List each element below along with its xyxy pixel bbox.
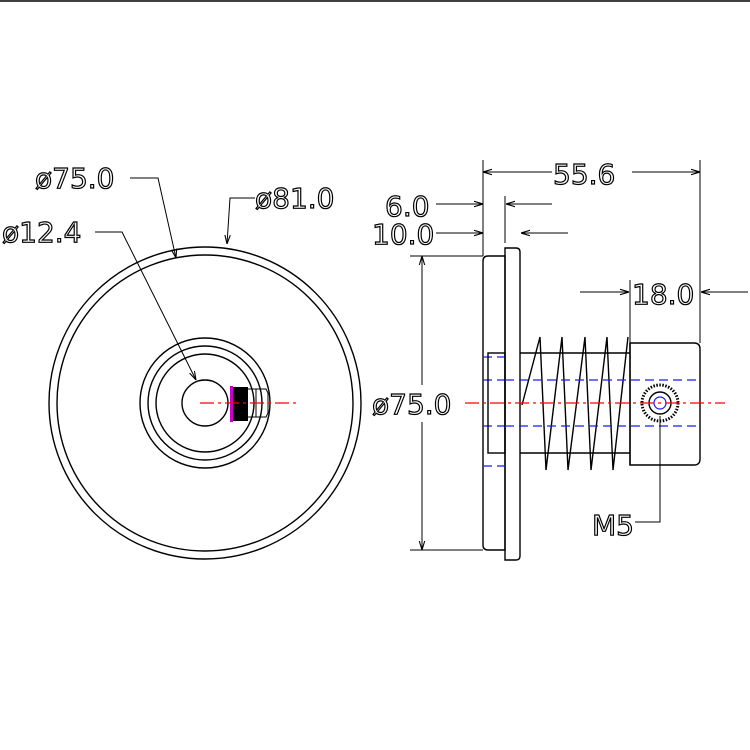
shaft-collar — [487, 352, 506, 454]
screw-label: M5 — [592, 509, 634, 542]
flange-front-plate — [482, 255, 506, 551]
set-screw-accent — [230, 386, 233, 422]
leader-outer — [227, 197, 255, 244]
leader-outer-bore — [130, 177, 176, 258]
leader-bore — [95, 231, 196, 380]
front-view: ø75.0 ø81.0 ø12.4 — [1, 161, 362, 560]
side-view: M5 55.6 6.0 10.0 18.0 ø75.0 — [371, 157, 748, 561]
dim-hub-label: 18.0 — [632, 278, 694, 311]
leader-screw — [635, 416, 661, 523]
outer-rim-circle — [48, 246, 362, 560]
flange-back-plate — [504, 247, 521, 561]
hub-body — [629, 342, 701, 466]
dim-flange-total-label: 10.0 — [372, 218, 434, 251]
dim-bore-label: ø12.4 — [2, 216, 81, 249]
dim-length-label: 55.6 — [553, 158, 615, 191]
set-screw-head — [232, 387, 248, 421]
dim-diameter-label: ø75.0 — [372, 388, 451, 421]
inner-rim-circle — [56, 254, 354, 552]
dim-outer-bore-label: ø75.0 — [35, 162, 114, 195]
dim-outer-label: ø81.0 — [255, 182, 334, 215]
dim-flange-label: 6.0 — [385, 190, 430, 223]
